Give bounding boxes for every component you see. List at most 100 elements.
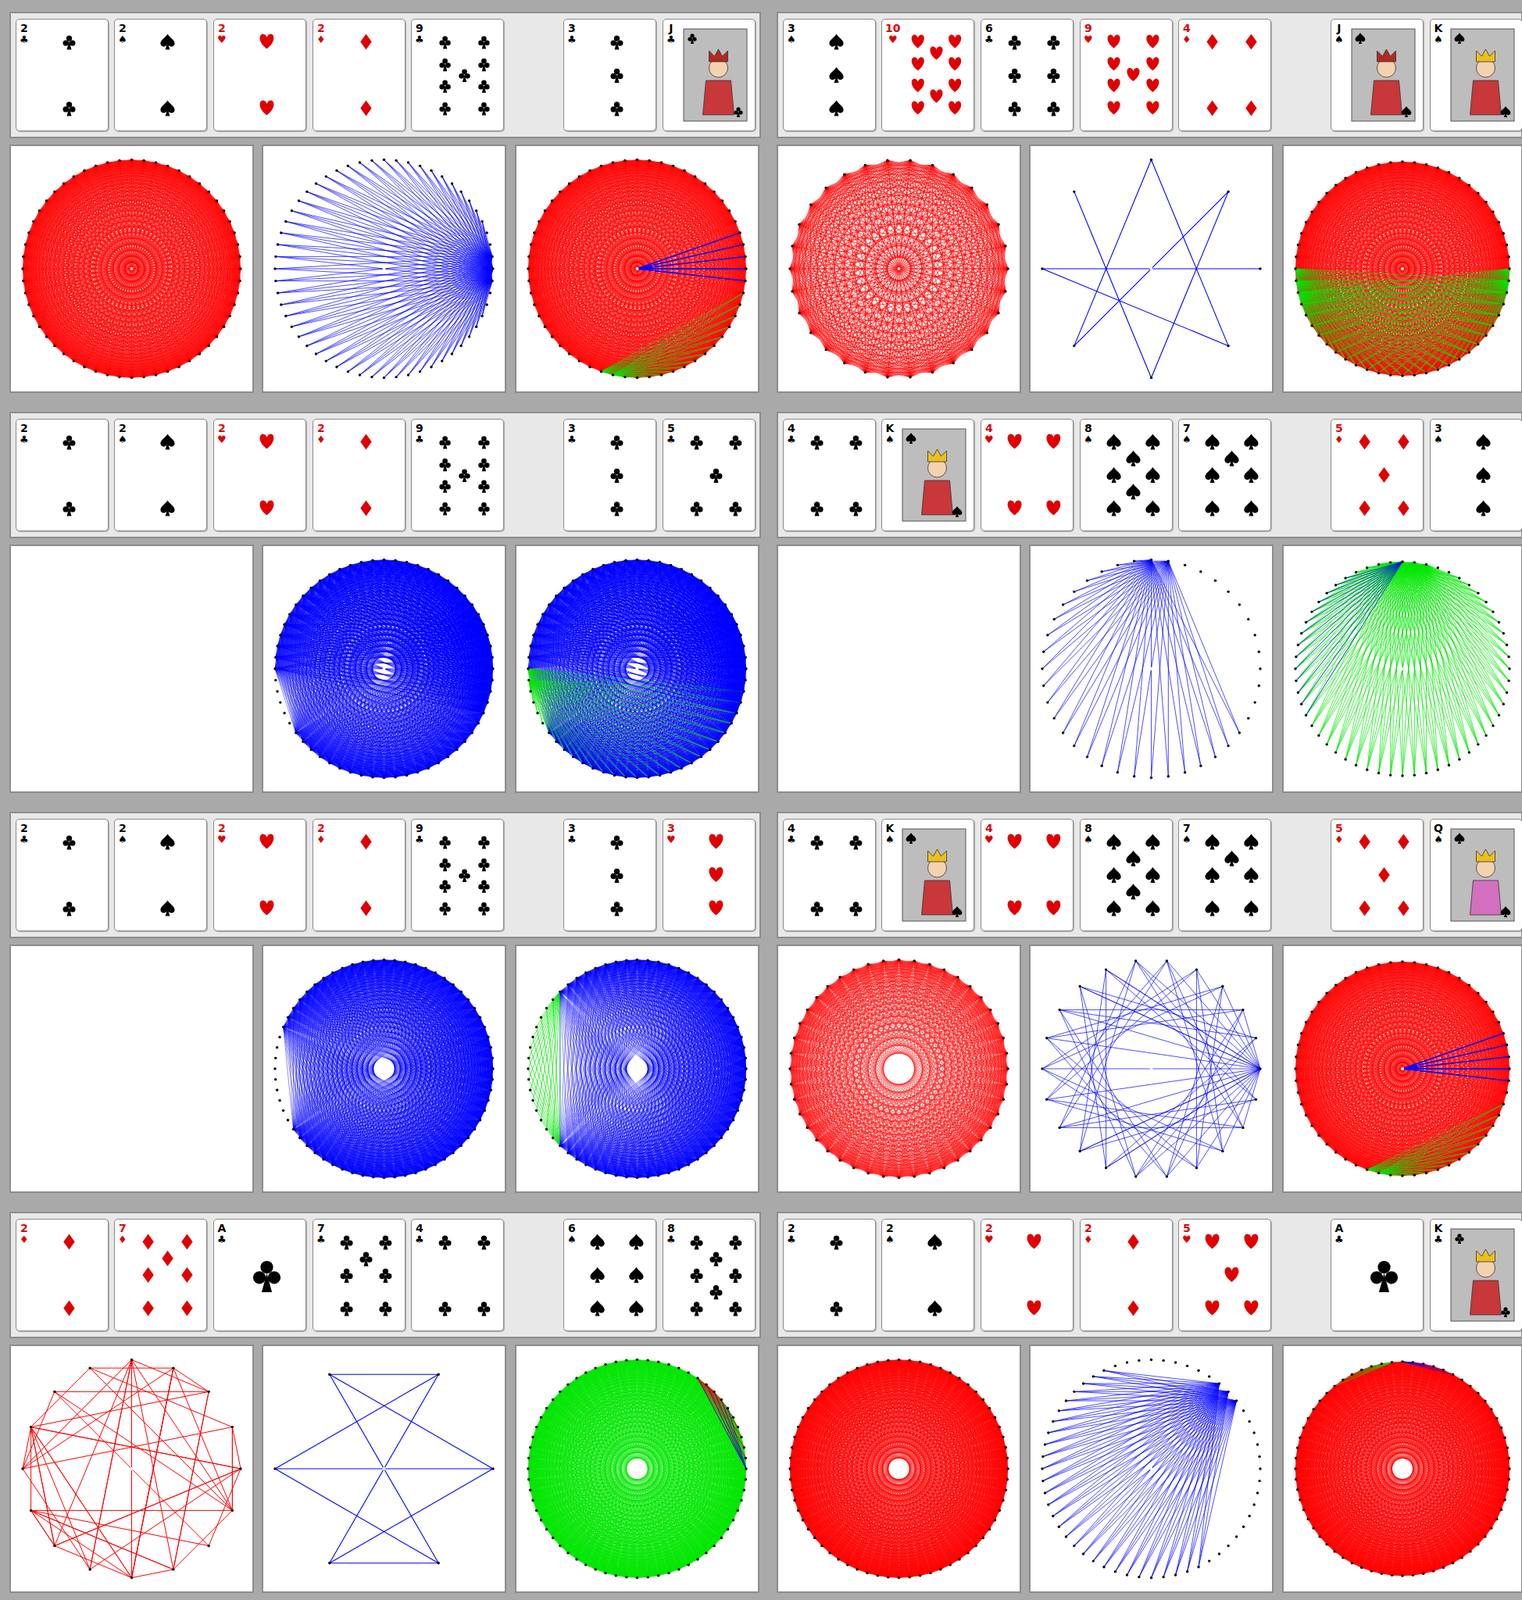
graph-vertex: [407, 160, 410, 164]
card-index: 3♠: [786, 22, 797, 45]
suit-pip: [1397, 500, 1409, 516]
suit-pip: [710, 1285, 723, 1300]
graph-vertex: [1325, 743, 1328, 746]
graph-vertex: [1300, 303, 1303, 306]
graph-vertex: [1460, 1556, 1463, 1559]
graph-vertex: [314, 352, 318, 355]
card-suit: ♠: [1083, 434, 1094, 446]
graph-vertex: [550, 335, 554, 338]
graph-vertex: [27, 231, 30, 234]
graph-vertex: [437, 1372, 440, 1376]
graph-vertex: [215, 199, 218, 202]
suit-pip: [1243, 467, 1258, 483]
graph-vertex: [1072, 190, 1076, 193]
graph-box: [777, 545, 1021, 793]
graph-vertex: [1214, 578, 1217, 582]
suit-pip: [911, 100, 925, 115]
suit-pip: [360, 100, 372, 116]
suit-pip: [590, 1234, 605, 1251]
card-suit: ♣: [414, 834, 425, 846]
graph-vertex: [382, 158, 386, 161]
graph-vertex: [475, 325, 478, 329]
suit-pip: [340, 1268, 354, 1283]
graph-vertex: [797, 311, 801, 315]
graph-vertex: [584, 971, 587, 974]
suit-pip: [610, 901, 624, 916]
playing-card: 10♥: [881, 18, 975, 132]
graph-vertex: [1484, 600, 1487, 604]
suit-pip: [1125, 883, 1140, 900]
graph-vertex: [886, 1575, 890, 1579]
card-face: [1331, 419, 1423, 531]
graph-vertex: [370, 375, 373, 379]
graph-vertex: [712, 190, 715, 193]
card-rank: 2: [217, 422, 227, 435]
graph-vertex: [1365, 768, 1369, 772]
graph-edges: [600, 292, 744, 378]
graph-vertex: [647, 159, 651, 162]
graph-vertex: [1502, 232, 1505, 235]
graph-vertex: [32, 220, 35, 223]
graph-vertex: [1389, 773, 1392, 776]
graph-vertex: [478, 1118, 482, 1122]
playing-card: K♠: [881, 418, 975, 532]
card-suit: ♣: [217, 1234, 227, 1246]
suit-pip: [1206, 34, 1218, 51]
graph-vertex: [700, 755, 703, 758]
graph-vertex: [309, 748, 312, 751]
graph-vertex: [1468, 1150, 1471, 1154]
graph-box: [515, 545, 759, 793]
card-index: 2♦: [1083, 1222, 1094, 1245]
graph-edges: [528, 991, 561, 1146]
graph-vertex: [350, 963, 354, 966]
graph-vertex: [471, 731, 474, 734]
graph-vertex: [1221, 1150, 1224, 1153]
graph-vertex: [789, 1478, 792, 1481]
graph-vertex: [393, 958, 396, 962]
face-frame: [1450, 828, 1515, 922]
graph-vertex: [1484, 334, 1487, 337]
graph-vertex: [207, 344, 210, 347]
graph-vertex: [1235, 1399, 1238, 1402]
graph-vertex: [1507, 279, 1510, 283]
card-index: A♣: [217, 1222, 227, 1245]
graph-vertex: [1377, 963, 1380, 966]
card-rank: 2: [885, 1222, 895, 1235]
graph-vertex: [1497, 221, 1501, 224]
suit-pip: [1146, 57, 1159, 71]
graph-vertex: [982, 1398, 985, 1401]
graph-panel: [262, 145, 506, 393]
graph-vertex: [743, 255, 747, 258]
graph-vertex: [346, 164, 350, 168]
graph-box: [777, 945, 1021, 1193]
card-face: [16, 419, 108, 531]
graph-vertex: [703, 352, 707, 355]
graph-vertex: [1296, 1043, 1300, 1047]
graph-vertex: [716, 740, 719, 744]
suit-pip: [811, 835, 824, 850]
card-suit: ♣: [414, 434, 425, 446]
graph-vertex: [273, 1067, 276, 1070]
card-index: 2♦: [316, 422, 326, 445]
graph-vertex: [526, 267, 529, 270]
graph-vertex: [528, 1489, 532, 1492]
suit-pip: [590, 1267, 605, 1283]
graph-vertex: [1502, 1032, 1505, 1035]
graph-panel: [1282, 545, 1522, 793]
suit-pip: [948, 100, 962, 115]
graph-vertex: [667, 963, 670, 966]
graph-vertex: [483, 1109, 486, 1112]
suit-pip: [378, 1268, 392, 1283]
suit-pip: [690, 501, 704, 516]
graph-vertex: [1468, 583, 1471, 586]
graph-vertex: [1005, 1051, 1008, 1054]
graph-vertex: [1150, 376, 1153, 379]
graph-vertex: [738, 303, 741, 306]
graph-vertex: [282, 1109, 285, 1112]
suit-pip: [260, 500, 275, 515]
graph-vertex: [1293, 267, 1297, 270]
graph-vertex: [949, 1371, 952, 1374]
suit-pip: [828, 67, 844, 83]
graph-vertex: [1377, 771, 1380, 775]
card-suit: ♣: [666, 34, 676, 46]
